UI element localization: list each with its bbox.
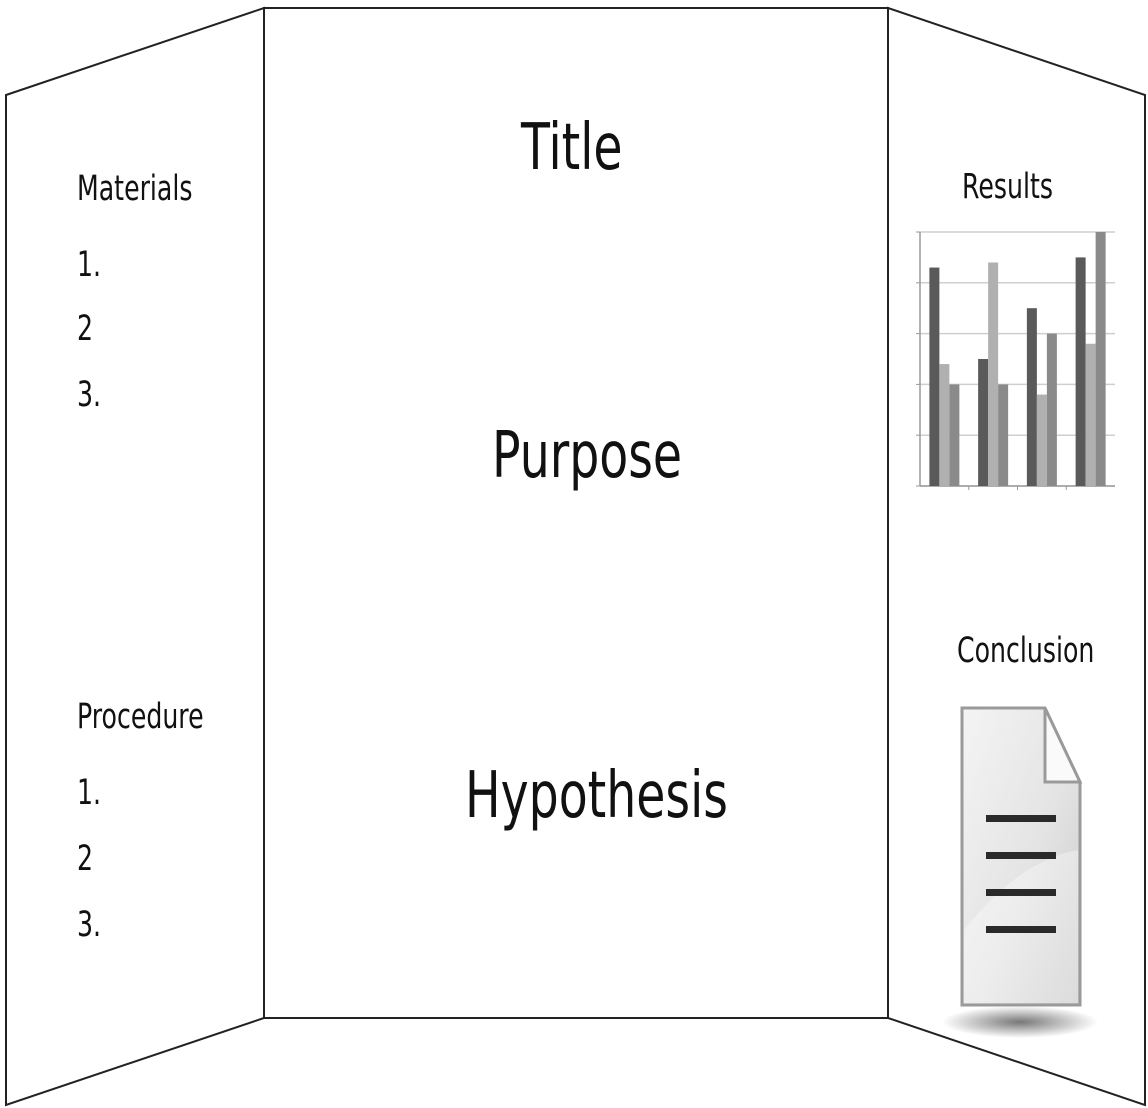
chart-bar-s2-c3 (1036, 394, 1047, 486)
chart-bar-s1-c2 (978, 359, 989, 486)
chart-bar-s3-c3 (1046, 333, 1057, 486)
conclusion-heading: Conclusion (957, 631, 1095, 671)
chart-bar-s2-c1 (939, 364, 950, 486)
procedure-heading: Procedure (77, 697, 204, 737)
document-icon (942, 706, 1098, 1038)
materials-item-3: 3. (77, 375, 102, 415)
results-heading: Results (962, 167, 1054, 207)
chart-bar-s1-c1 (929, 267, 940, 486)
materials-heading: Materials (77, 169, 193, 209)
hypothesis-heading: Hypothesis (465, 759, 728, 833)
procedure-item-2: 2 (77, 839, 94, 879)
procedure-item-3: 3. (77, 905, 102, 945)
board-title: Title (521, 111, 623, 185)
document-fold (1043, 707, 1083, 784)
chart-bar-s3-c4 (1095, 232, 1106, 486)
purpose-heading: Purpose (492, 419, 683, 493)
document-line-4 (986, 926, 1056, 933)
materials-item-2: 2 (77, 309, 94, 349)
document-line-2 (986, 852, 1056, 859)
document-shadow (942, 1006, 1098, 1038)
procedure-item-1: 1. (77, 773, 102, 813)
materials-item-1: 1. (77, 245, 102, 285)
bar-chart-icon (916, 231, 1115, 490)
chart-bar-s3-c1 (949, 384, 960, 486)
document-line-1 (986, 815, 1056, 822)
chart-bar-s3-c2 (998, 384, 1009, 486)
chart-bar-s2-c4 (1085, 343, 1096, 486)
document-line-3 (986, 889, 1056, 896)
chart-bar-s2-c2 (988, 262, 999, 486)
chart-bar-s1-c4 (1075, 257, 1086, 486)
chart-bar-s1-c3 (1026, 308, 1037, 486)
